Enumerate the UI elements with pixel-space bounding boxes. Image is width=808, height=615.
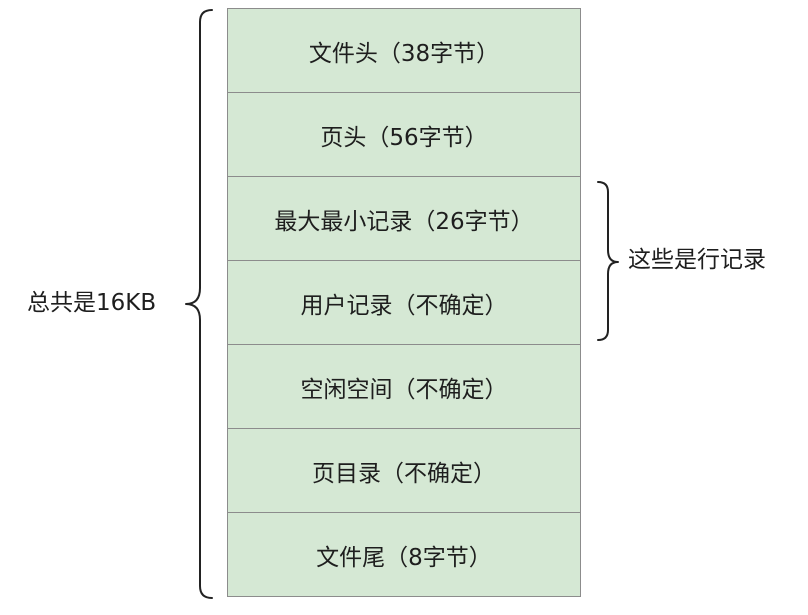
segment-file-trailer: 文件尾（8字节） bbox=[228, 512, 580, 596]
left-curly-brace bbox=[185, 9, 213, 599]
segment-file-header: 文件头（38字节） bbox=[228, 9, 580, 92]
segment-page-directory: 页目录（不确定） bbox=[228, 428, 580, 512]
row-records-label: 这些是行记录 bbox=[628, 247, 766, 273]
segment-page-header: 页头（56字节） bbox=[228, 92, 580, 176]
page-segment-stack: 文件头（38字节） 页头（56字节） 最大最小记录（26字节） 用户记录（不确定… bbox=[227, 8, 581, 597]
total-size-label: 总共是16KB bbox=[27, 290, 157, 316]
segment-infimum-supremum: 最大最小记录（26字节） bbox=[228, 176, 580, 260]
segment-free-space: 空闲空间（不确定） bbox=[228, 344, 580, 428]
segment-user-records: 用户记录（不确定） bbox=[228, 260, 580, 344]
right-curly-brace bbox=[597, 181, 619, 341]
